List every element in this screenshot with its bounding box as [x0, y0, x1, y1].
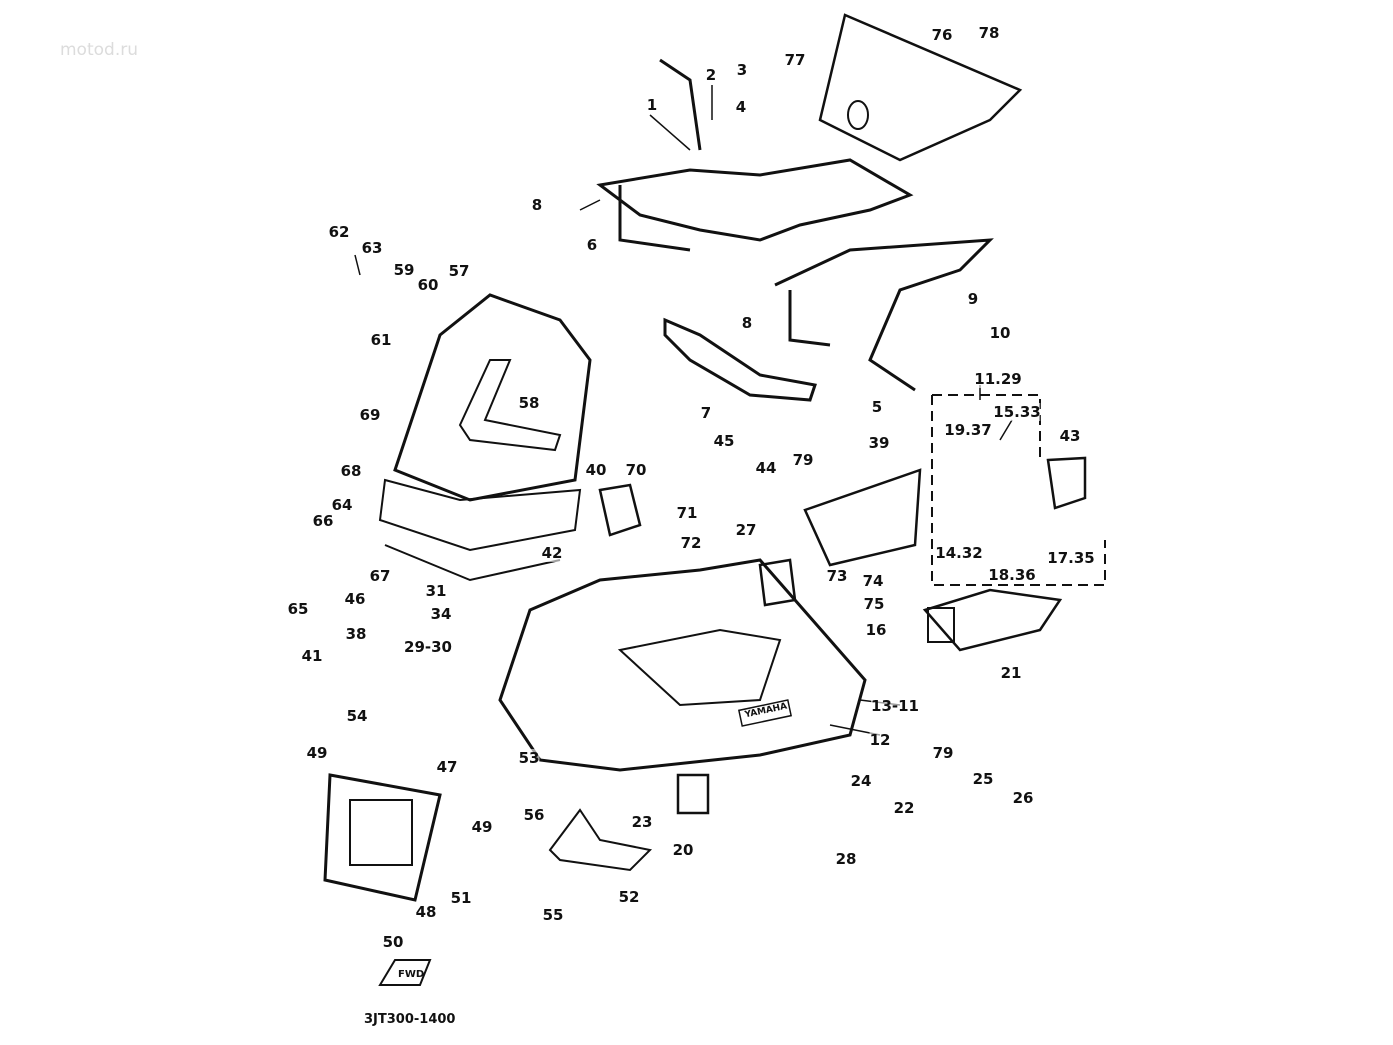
part-label: 65 [287, 600, 309, 618]
brand-badge [737, 699, 793, 727]
part-20-pad [676, 773, 710, 815]
part-label: 15.33 [993, 403, 1041, 421]
part-label: 49 [471, 818, 493, 836]
part-label: 72 [680, 534, 702, 552]
part-label: 50 [382, 933, 404, 951]
part-label: 6 [586, 236, 598, 254]
part-label: 57 [448, 262, 470, 280]
part-label: 44 [755, 459, 777, 477]
part-label: 18.36 [988, 566, 1036, 584]
part-label: 40 [585, 461, 607, 479]
part-label: 8 [741, 314, 753, 332]
part-label: 39 [868, 434, 890, 452]
part-label: 79 [792, 451, 814, 469]
part-1-stay [596, 58, 914, 252]
part-73-mirror [758, 558, 797, 607]
part-label: 69 [359, 406, 381, 424]
part-label: 67 [369, 567, 391, 585]
part-label: 71 [676, 504, 698, 522]
part-label: 63 [361, 239, 383, 257]
part-label: 51 [450, 889, 472, 907]
diagram-code: 3JT300-1400 [364, 1012, 456, 1027]
part-label: 21 [1000, 664, 1022, 682]
part-label: 5 [871, 398, 883, 416]
part-57-windshield [393, 293, 592, 502]
part-label: 78 [978, 24, 1000, 42]
part-label: 77 [784, 51, 806, 69]
part-label: 59 [393, 261, 415, 279]
part-label: 79 [932, 744, 954, 762]
part-label: 75 [863, 595, 885, 613]
part-label: 25 [972, 770, 994, 788]
part-label: 10 [989, 324, 1011, 342]
part-label: 43 [1059, 427, 1081, 445]
part-label: 2 [705, 66, 717, 84]
part-label: 28 [835, 850, 857, 868]
fwd-arrow [378, 959, 432, 986]
part-43-cap [1046, 456, 1087, 510]
part-76-cover [818, 13, 1023, 162]
part-label: 49 [306, 744, 328, 762]
part-label: 12 [869, 731, 891, 749]
part-label: 62 [328, 223, 350, 241]
part-label: 56 [523, 806, 545, 824]
part-5-stay [774, 238, 994, 392]
part-label: 34 [430, 605, 452, 623]
part-label: 38 [345, 625, 367, 643]
part-label: 31 [425, 582, 447, 600]
part-label: 24 [850, 772, 872, 790]
part-label: 42 [541, 544, 563, 562]
part-label: 9 [967, 290, 979, 308]
part-11-fairing [498, 558, 867, 772]
part-70-mirror [598, 483, 642, 537]
part-label: 22 [893, 799, 915, 817]
part-label: 55 [542, 906, 564, 924]
part-label: 58 [518, 394, 540, 412]
part-label: 52 [618, 888, 640, 906]
part-label: 64 [331, 496, 353, 514]
part-label: 11.29 [974, 370, 1022, 388]
part-21-duct [922, 588, 1063, 652]
part-label: 54 [346, 707, 368, 725]
part-label: 70 [625, 461, 647, 479]
part-label: 17.35 [1047, 549, 1095, 567]
part-label: 29-30 [404, 638, 452, 656]
part-label: 41 [301, 647, 323, 665]
part-label: 73 [826, 567, 848, 585]
part-label: 3 [736, 61, 748, 79]
part-label: 4 [735, 98, 747, 116]
assembly-box-11-29 [931, 394, 1106, 586]
part-label: 7 [700, 404, 712, 422]
part-label: 47 [436, 758, 458, 776]
part-label: 46 [344, 590, 366, 608]
part-7-bracket [663, 317, 817, 402]
part-label: 45 [713, 432, 735, 450]
part-label: 13-11 [871, 697, 919, 715]
part-48-panel [323, 773, 442, 902]
part-label: 61 [370, 331, 392, 349]
fwd-text: FWD [398, 969, 424, 980]
part-label: 48 [415, 903, 437, 921]
part-label: 16 [865, 621, 887, 639]
part-label: 14.32 [935, 544, 983, 562]
part-label: 68 [340, 462, 362, 480]
part-label: 66 [312, 512, 334, 530]
part-label: 26 [1012, 789, 1034, 807]
part-label: 20 [672, 841, 694, 859]
part-label: 60 [417, 276, 439, 294]
part-label: 19.37 [944, 421, 992, 439]
part-58-windshield-trim [458, 359, 562, 452]
part-label: 23 [631, 813, 653, 831]
part-label: 8 [531, 196, 543, 214]
part-52-bracket [548, 808, 653, 872]
part-label: 53 [518, 749, 540, 767]
part-39-duct [803, 468, 922, 567]
part-label: 76 [931, 26, 953, 44]
part-label: 74 [862, 572, 884, 590]
part-label: 1 [646, 96, 658, 114]
part-label: 27 [735, 521, 757, 539]
part-64-trim [378, 478, 582, 552]
